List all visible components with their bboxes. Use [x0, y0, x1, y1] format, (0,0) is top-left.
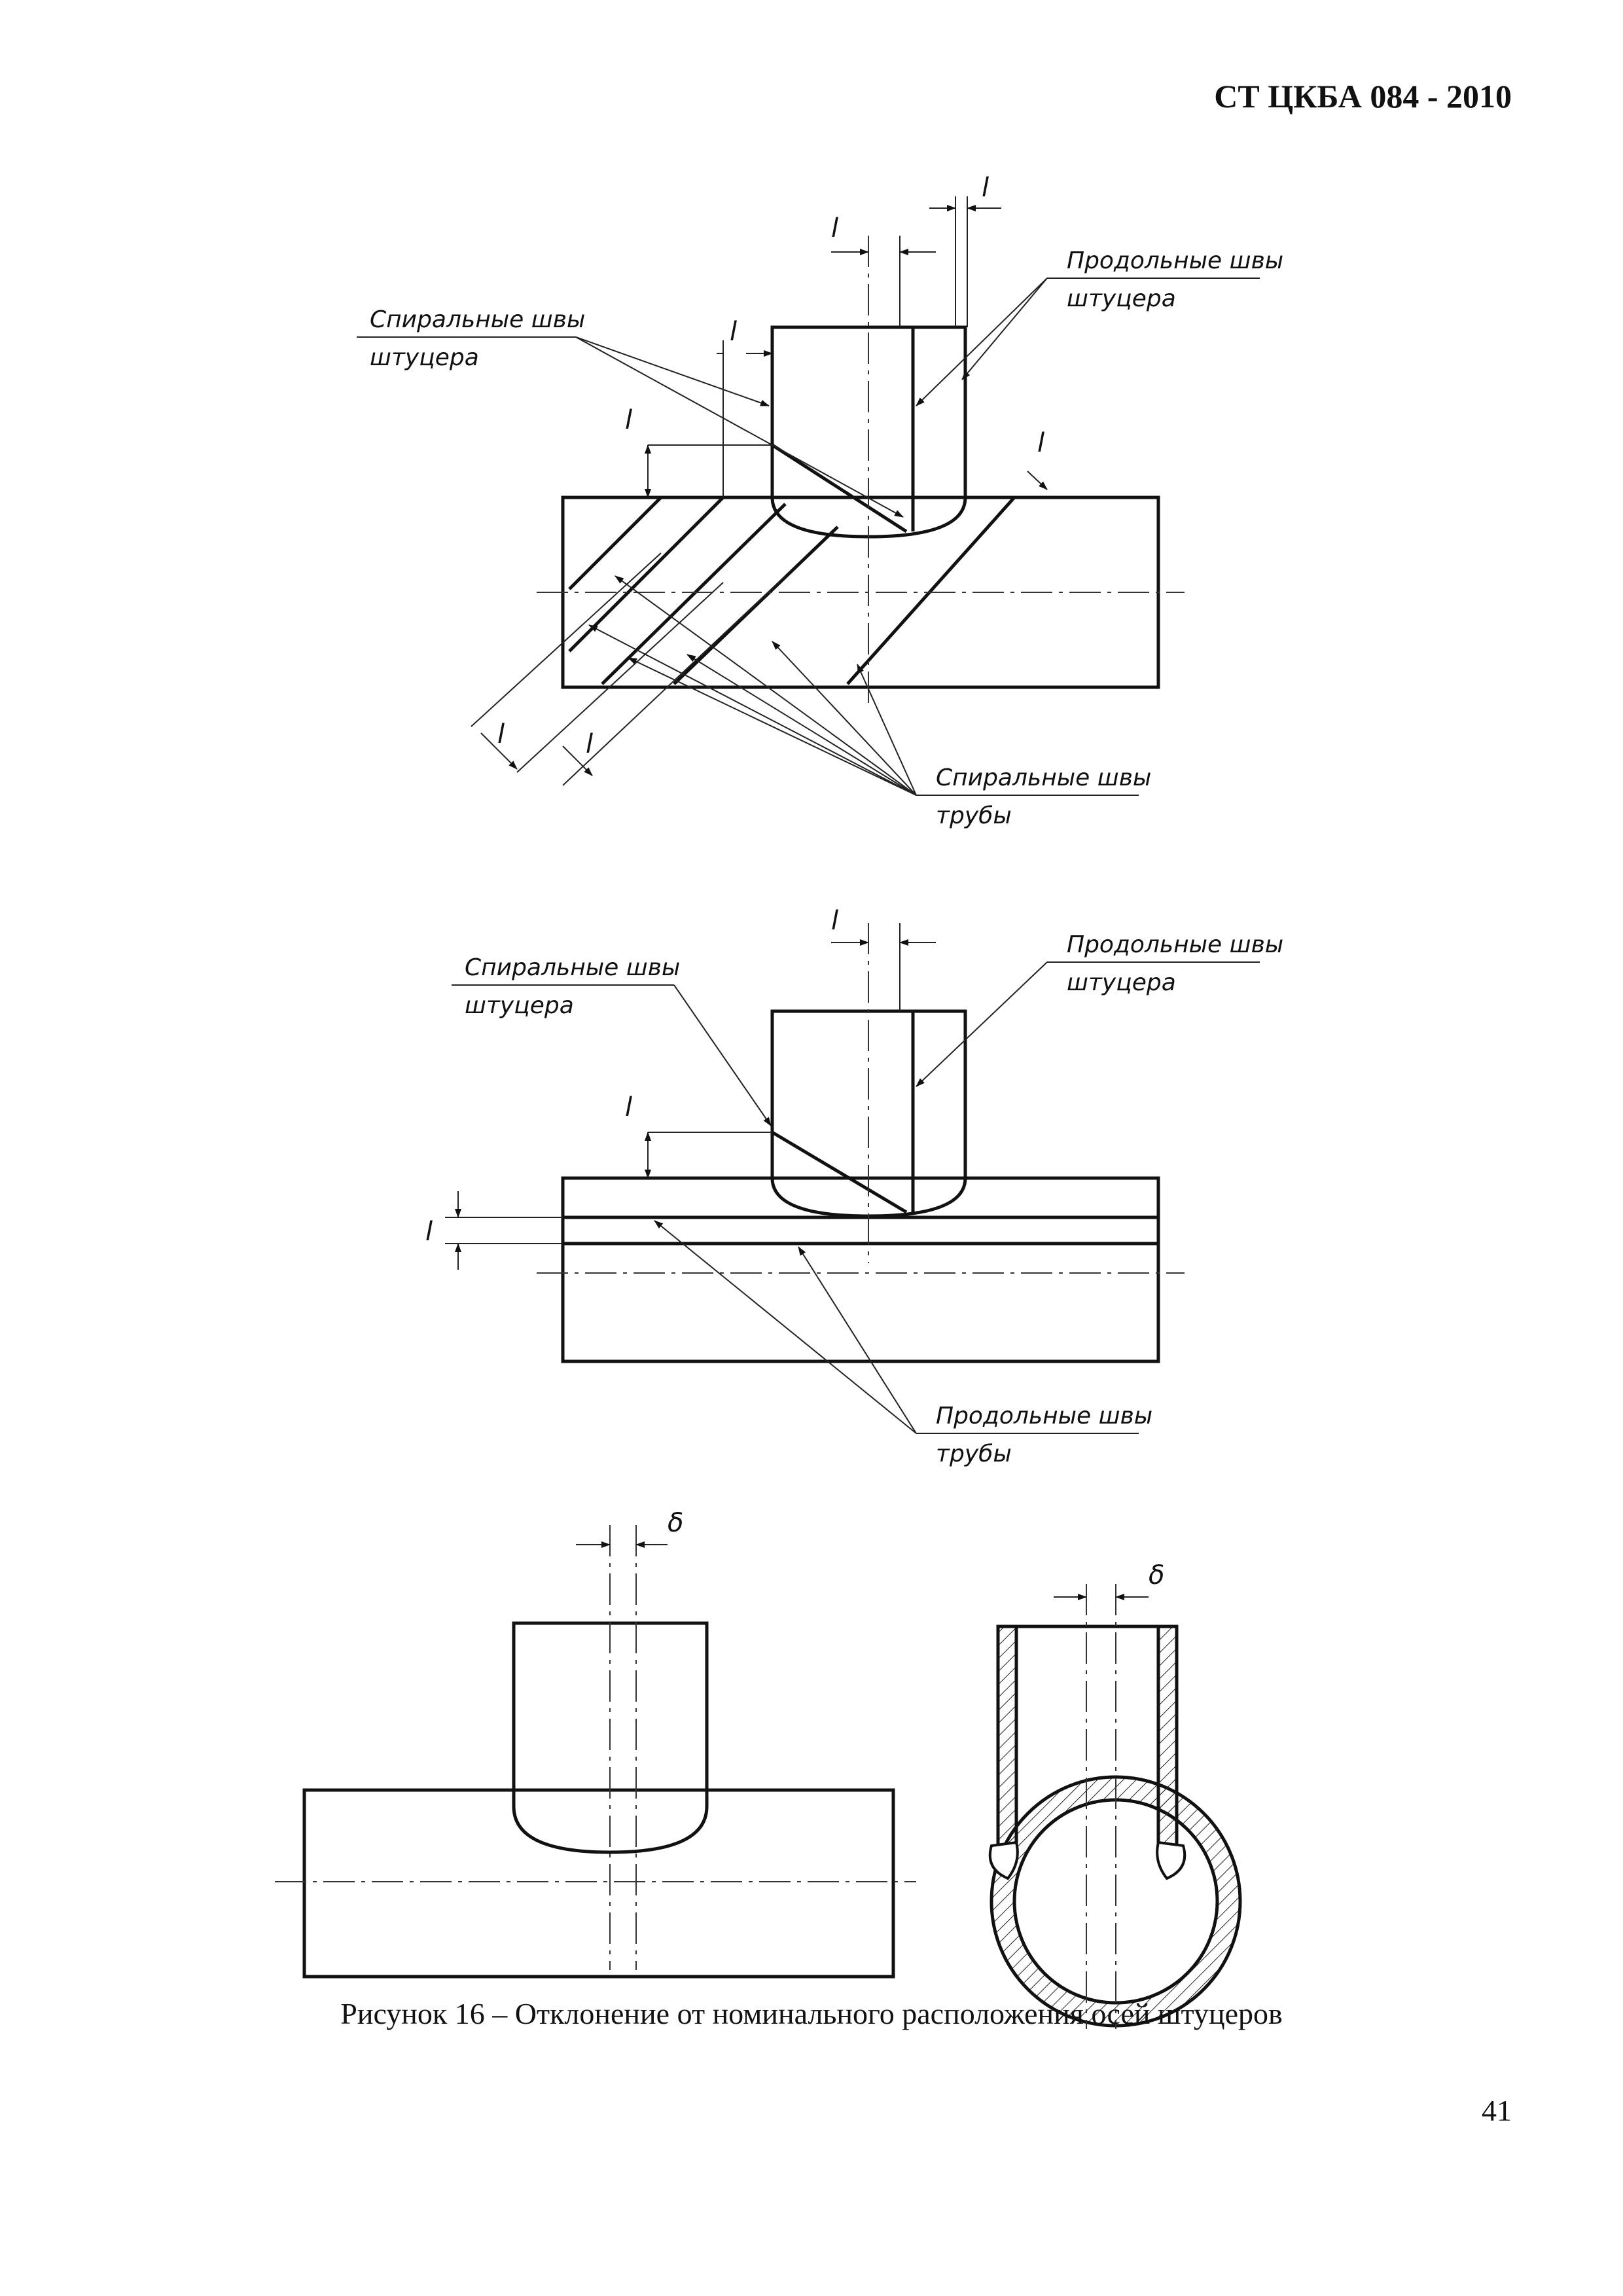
view-offset-section: δ	[988, 1560, 1242, 2029]
weld-left	[988, 1840, 1019, 1880]
fitting-spiral-seam-2	[771, 1130, 908, 1214]
label-long-fitting: Продольные швы	[1067, 931, 1283, 958]
figure-caption: Рисунок 16 – Отклонение от номинального …	[340, 1997, 1283, 2030]
weld-right	[1156, 1840, 1186, 1880]
dim-label: l	[730, 317, 737, 347]
page-number: 41	[1482, 2094, 1512, 2127]
fitting-body-3	[512, 1621, 709, 1854]
pipe-spiral-seam-d	[673, 526, 839, 685]
label-long-fitting: штуцера	[1067, 285, 1176, 312]
dim-label: δ	[1149, 1560, 1164, 1590]
dim-label: l	[497, 719, 505, 749]
label-long-pipe: Продольные швы	[936, 1403, 1152, 1429]
dim-label: l	[625, 1092, 632, 1122]
dim-label: δ	[668, 1508, 683, 1538]
label-spiral-fitting: Спиральные швы	[370, 306, 585, 333]
label-long-pipe: трубы	[936, 1441, 1012, 1467]
dim-label: l	[625, 405, 632, 435]
label-spiral-pipe: трубы	[936, 802, 1012, 829]
fitting-wall-right	[1156, 1624, 1179, 1851]
dim-label: l	[586, 729, 593, 759]
label-spiral-pipe: Спиральные швы	[936, 764, 1151, 791]
label-long-fitting: Продольные швы	[1067, 247, 1283, 274]
label-spiral-fitting: штуцера	[370, 344, 479, 371]
dim-label: l	[425, 1217, 433, 1247]
label-spiral-fitting: Спиральные швы	[465, 954, 680, 981]
fitting-spiral-seam-1	[771, 443, 908, 533]
view-spiral-seams: l l l l l l l Спиральные швы штуцера Про…	[357, 173, 1283, 829]
dim-label: l	[831, 906, 838, 936]
dim-label: l	[1037, 428, 1044, 458]
label-long-fitting: штуцера	[1067, 969, 1176, 996]
pipe-body-3	[302, 1788, 895, 1979]
pipe-spiral-seam-e	[846, 496, 1016, 685]
dim-label: l	[982, 173, 989, 203]
fitting-wall-left	[996, 1624, 1018, 1851]
label-spiral-fitting: штуцера	[465, 992, 574, 1019]
document-code: СТ ЦКБА 084 - 2010	[1214, 78, 1512, 115]
pipe-spiral-seam-b	[568, 496, 724, 653]
dim-label: l	[831, 213, 838, 243]
pipe-spiral-seam-a	[568, 496, 662, 590]
pipe-spiral-seam-c	[601, 503, 787, 685]
view-longitudinal-seams: l l l Спиральные швы штуцера Продольные …	[425, 906, 1283, 1467]
view-offset-side: δ	[275, 1508, 916, 1979]
pipe-body-2	[561, 1176, 1160, 1363]
